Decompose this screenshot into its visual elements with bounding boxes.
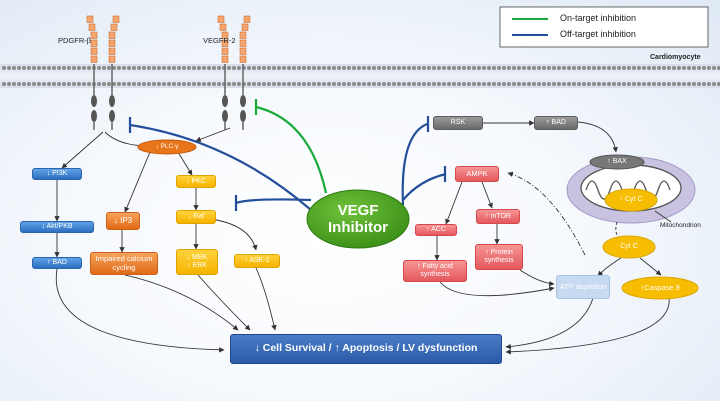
pdgfr-beta-label: PDGFR-β xyxy=(58,36,92,45)
ampk-node: AMPK xyxy=(455,166,499,182)
legend-on-target-label: On-target inhibition xyxy=(560,13,637,23)
bad-left-node: ↑ BAD xyxy=(32,257,82,269)
raf-node: ↓ Raf xyxy=(176,210,216,224)
caspase-9-ellipse xyxy=(621,276,699,300)
vegf-inhibitor-line1: VEGF xyxy=(337,201,379,219)
caspase-9-node: ↑Caspase 9 xyxy=(640,282,680,292)
pdgfr-beta-receptor xyxy=(86,15,120,130)
bad-right-node: ↑ BAD xyxy=(534,116,578,130)
akt-pkb-node: ↓ Akt/PKB xyxy=(20,221,94,233)
legend xyxy=(499,6,709,48)
cell-membrane xyxy=(0,64,720,88)
bax-node: ↑ BAX xyxy=(607,158,627,166)
legend-off-target-label: Off-target inhibition xyxy=(560,29,636,39)
pi3k-node: ↓ PI3K xyxy=(32,168,82,180)
cyt-c-ellipse xyxy=(602,235,656,259)
outcome-box: ↓ Cell Survival / ↑ Apoptosis / LV dysfu… xyxy=(230,334,502,364)
mek-label: ↓ MEK xyxy=(186,254,208,262)
atp-depletion-node: ATP depletion xyxy=(556,275,610,299)
vegfr-2-receptor xyxy=(217,15,251,130)
mtor-node: ↑ mTOR xyxy=(476,209,520,224)
mitochondrion-label: Mitochondrion xyxy=(660,222,701,229)
cyt-c-mito-node: ↑ Cyt C xyxy=(619,196,643,204)
ask-1-node: ↑ ASK-1 xyxy=(234,254,280,268)
vegfr-2-label: VEGFR-2 xyxy=(203,36,236,45)
fatty-acid-synthesis-node: ↑ Fatty acid synthesis xyxy=(403,260,467,282)
plc-gamma-ellipse xyxy=(137,139,197,155)
activation-arrows xyxy=(54,120,672,355)
acc-node: ↑ ACC xyxy=(415,224,457,236)
cardiomyocyte-label: Cardiomyocyte xyxy=(650,54,701,61)
vegf-inhibitor-ellipse xyxy=(306,189,410,249)
erk-label: ↓ ERK xyxy=(187,262,207,269)
mek-erk-node: ↓ MEK ↓ ERK xyxy=(176,249,218,275)
cyt-c-mito-ellipse xyxy=(604,188,658,212)
bax-ellipse xyxy=(589,154,645,170)
off-target-inhibition-lines xyxy=(128,116,447,211)
rsk-node: RSK xyxy=(433,116,483,130)
pkc-node: ↓ PKC xyxy=(176,175,216,188)
on-target-inhibition-line xyxy=(254,99,328,194)
impaired-calcium-cycling-node: Impaired calcium cycling xyxy=(90,252,158,275)
protein-synthesis-node: ↑ Protein synthesis xyxy=(475,244,523,270)
plc-gamma-node: ↓ PLC-γ xyxy=(155,143,179,151)
vegf-inhibitor: VEGF Inhibitor xyxy=(313,198,403,240)
cyt-c-node: Cyt C xyxy=(620,243,638,251)
ip3-node: ↓ IP3 xyxy=(106,212,140,230)
vegf-inhibitor-line2: Inhibitor xyxy=(328,219,388,236)
